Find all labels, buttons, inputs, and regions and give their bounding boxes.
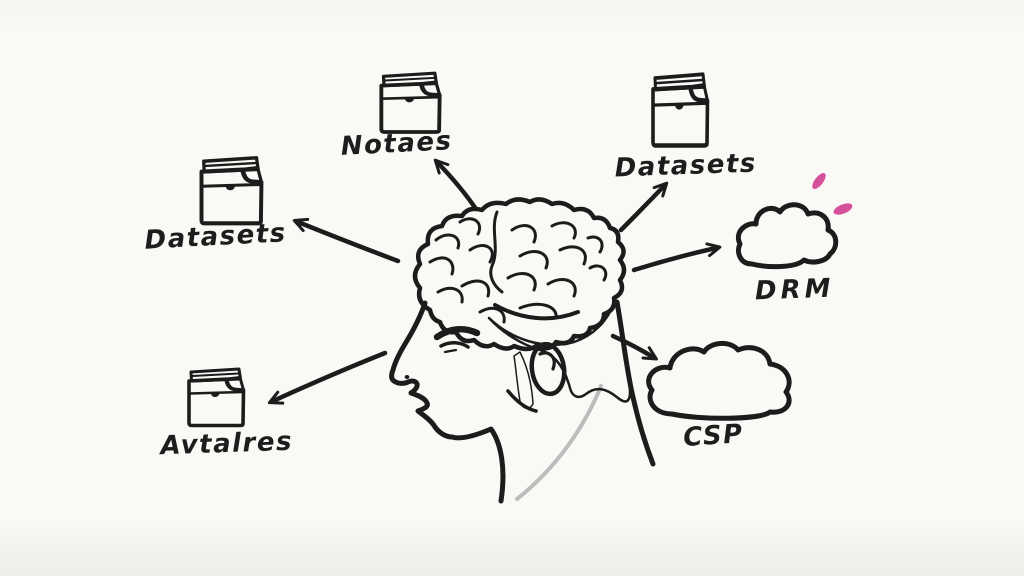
petal-decorations	[812, 173, 853, 215]
eye-underline	[443, 348, 458, 354]
node-label: Datasets	[614, 149, 757, 184]
arrow-to-drm	[631, 242, 722, 273]
arrow-to-csp	[610, 333, 658, 361]
edges	[267, 158, 722, 405]
node-notes: Notaes	[340, 71, 453, 162]
ear-inner-line	[538, 351, 556, 371]
petal-icon	[833, 203, 853, 215]
petal-icon	[812, 173, 826, 189]
shoulder-line	[515, 384, 603, 501]
jaw-curve	[506, 389, 538, 413]
arrow-to-datasets-right	[618, 181, 669, 233]
brain-outline	[412, 197, 627, 352]
node-label: Avtalres	[158, 427, 293, 462]
eye	[439, 341, 470, 349]
face-profile-line	[389, 300, 506, 504]
node-datasets-left: Datasets	[144, 158, 288, 256]
node-label: CSP	[682, 419, 744, 453]
nostril	[404, 375, 410, 379]
node-label: Datasets	[144, 218, 288, 255]
arrow-to-notes	[433, 158, 479, 212]
brain-head-icon	[389, 197, 656, 504]
node-csp: CSP	[646, 341, 792, 453]
node-avatars: Avtalres	[158, 367, 293, 462]
node-datasets-right: Datasets	[614, 74, 757, 183]
arrow-to-avatars	[267, 350, 388, 405]
brain-gyri	[428, 210, 608, 324]
eyebrow	[433, 326, 481, 341]
cloud-icon	[736, 202, 839, 270]
node-label: Notaes	[340, 126, 453, 162]
cloud-icon	[646, 341, 792, 421]
ear-icon	[529, 341, 567, 397]
arrow-to-datasets-left	[292, 217, 401, 264]
node-drm: DRM	[736, 202, 839, 307]
node-label: DRM	[754, 274, 834, 307]
